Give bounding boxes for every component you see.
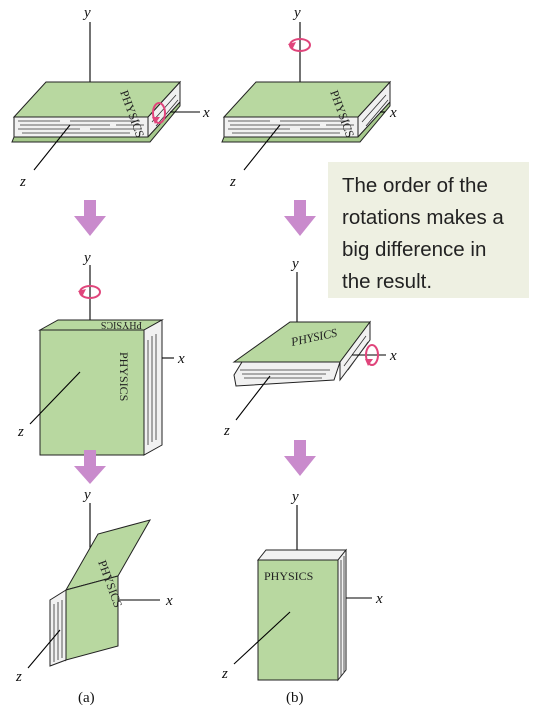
y-label-a3: y xyxy=(82,487,91,503)
step-arrow-b2 xyxy=(284,440,316,476)
x-label-a3: x xyxy=(165,593,173,609)
z-label-a3: z xyxy=(15,669,22,685)
step-arrow-a1 xyxy=(74,200,106,236)
y-label-b1: y xyxy=(292,5,301,21)
y-label-a1: y xyxy=(82,5,91,21)
book-a1: y PHYSICS x z xyxy=(12,5,210,190)
panel-label-b: (b) xyxy=(286,690,304,706)
y-label-b3: y xyxy=(290,489,299,505)
z-label-a2: z xyxy=(17,424,24,440)
book-title-b3: PHYSICS xyxy=(264,569,313,583)
y-label-b2: y xyxy=(290,256,299,272)
x-label-a1: x xyxy=(202,105,210,121)
book-title-a2-cover: PHYSICS xyxy=(117,352,131,401)
book-b3: y PHYSICS x z xyxy=(221,489,383,682)
x-label-b2: x xyxy=(389,348,397,364)
z-label-a1: z xyxy=(19,174,26,190)
rotation-about-y-icon-a2 xyxy=(78,286,100,298)
book-title-a2-spine: PHYSICS xyxy=(101,319,142,330)
y-label-a2: y xyxy=(82,250,91,266)
z-label-b2: z xyxy=(223,423,230,439)
book-a3: y PHYSICS x z xyxy=(15,487,173,685)
x-label-b1: x xyxy=(389,105,397,121)
x-label-a2: x xyxy=(177,351,185,367)
z-label-b3: z xyxy=(221,666,228,682)
step-arrow-b1 xyxy=(284,200,316,236)
note-callout: The order of the rotations makes a big d… xyxy=(328,162,529,298)
panel-label-a: (a) xyxy=(78,690,95,706)
x-label-b3: x xyxy=(375,591,383,607)
book-a2: y PHYSICS PHYSICS x z xyxy=(17,250,185,455)
rotation-about-y-icon xyxy=(288,39,310,51)
z-label-b1: z xyxy=(229,174,236,190)
